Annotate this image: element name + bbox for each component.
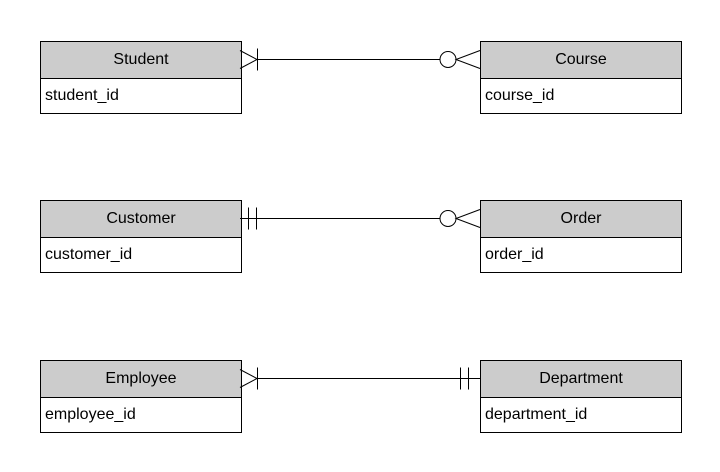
entity-title: Department	[481, 361, 681, 398]
entity-table-course: Course course_id	[480, 41, 682, 114]
entity-title: Customer	[41, 201, 241, 238]
entity-table-employee: Employee employee_id	[40, 360, 242, 433]
zero-circle-icon	[439, 210, 457, 227]
entity-field: student_id	[41, 79, 241, 113]
entity-title: Student	[41, 42, 241, 79]
entity-title: Order	[481, 201, 681, 238]
entity-table-student: Student student_id	[40, 41, 242, 114]
crows-foot-many-icon	[239, 369, 259, 388]
crows-foot-many-icon	[454, 209, 481, 228]
entity-table-order: Order order_id	[480, 200, 682, 273]
entity-field: course_id	[481, 79, 681, 113]
relationship-student-course	[239, 48, 481, 71]
entity-table-department: Department department_id	[480, 360, 682, 433]
entity-title: Employee	[41, 361, 241, 398]
entity-field: order_id	[481, 238, 681, 272]
entity-field: department_id	[481, 398, 681, 432]
entity-title: Course	[481, 42, 681, 79]
crows-foot-many-icon	[454, 50, 481, 69]
entity-field: customer_id	[41, 238, 241, 272]
entity-field: employee_id	[41, 398, 241, 432]
entity-table-customer: Customer customer_id	[40, 200, 242, 273]
crows-foot-many-icon	[239, 50, 259, 69]
relationship-employee-department	[239, 367, 480, 390]
zero-circle-icon	[439, 51, 457, 68]
relationship-customer-order	[240, 207, 481, 230]
